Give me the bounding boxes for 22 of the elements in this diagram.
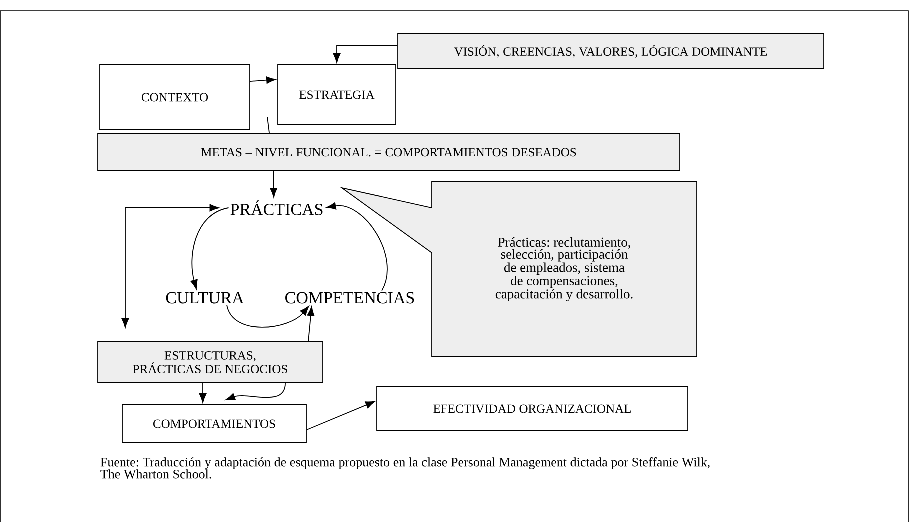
arrow bbox=[326, 202, 388, 292]
arrow bbox=[226, 304, 310, 328]
arrow bbox=[270, 171, 278, 198]
arrow bbox=[199, 383, 207, 404]
caption: Fuente: Traducción y adaptación de esquema propuesto en la clase Personal Management dictada por Steffanie Wilk, The Wharton School. bbox=[100, 457, 710, 479]
label-box: VISIÓN, CREENCIAS, VALORES, LÓGICA DOMINANTE bbox=[398, 34, 824, 70]
arrow bbox=[122, 204, 220, 328]
node-label: CULTURA bbox=[166, 292, 244, 304]
process-box: EFECTIVIDAD ORGANIZACIONAL bbox=[376, 386, 688, 432]
arrow bbox=[250, 76, 276, 84]
arrow bbox=[333, 45, 398, 64]
process-box: ESTRATEGIA bbox=[278, 64, 396, 126]
node-label: PRÁCTICAS bbox=[230, 200, 323, 216]
process-box: COMPORTAMIENTOS bbox=[122, 404, 307, 444]
connector-line bbox=[267, 117, 270, 134]
label-box: METAS – NIVEL FUNCIONAL. = COMPORTAMIENTOS DESEADOS bbox=[98, 134, 680, 172]
arrow bbox=[307, 306, 315, 342]
arrow bbox=[226, 383, 286, 400]
process-box: CONTEXTO bbox=[100, 64, 250, 130]
label-box: ESTRUCTURAS, PRÁCTICAS DE NEGOCIOS bbox=[98, 342, 324, 384]
arrow bbox=[306, 401, 376, 430]
arrow bbox=[190, 208, 230, 290]
